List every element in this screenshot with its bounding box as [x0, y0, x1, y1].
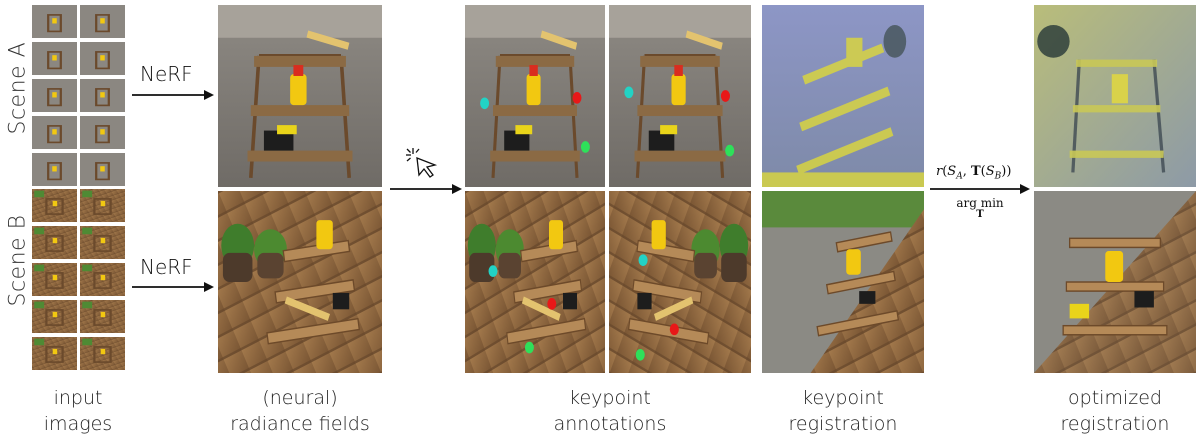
caption-keypoint-annotations: keypoint annotations [528, 385, 692, 437]
caption-radiance-fields-line2: radiance fields [230, 413, 370, 435]
optimized-registration-top [1034, 5, 1196, 187]
annotate-arrow [390, 184, 462, 194]
optimized-registration-bottom [1034, 191, 1196, 373]
caption-radiance-fields: (neural) radiance fields [212, 385, 388, 437]
caption-input-images-line2: images [43, 413, 113, 435]
caption-radiance-fields-line1: (neural) [262, 387, 338, 409]
caption-keypoint-annotations-line2: annotations [553, 413, 667, 435]
caption-keypoint-registration-line1: keypoint [802, 387, 884, 409]
nerf-arrow-a [132, 90, 214, 100]
input-images-scene-a [30, 3, 127, 188]
radiance-field-scene-a [218, 5, 382, 187]
nerf-label-b: NeRF [140, 255, 193, 279]
nerf-arrow-b [132, 282, 214, 292]
optimize-arrow [930, 184, 1030, 194]
caption-input-images: input images [18, 385, 138, 437]
caption-keypoint-registration: keypoint registration [762, 385, 924, 437]
annotation-scene-a-view-1 [465, 5, 605, 187]
caption-input-images-line1: input [53, 387, 103, 409]
keypoint-registration-top [762, 5, 924, 187]
caption-keypoint-registration-line2: registration [788, 413, 898, 435]
caption-optimized-registration: optimized registration [1034, 385, 1196, 437]
cursor-click-icon [406, 148, 438, 178]
radiance-field-scene-b [218, 191, 382, 373]
caption-optimized-registration-line1: optimized [1068, 387, 1162, 409]
annotation-scene-a-view-2 [609, 5, 751, 187]
annotation-scene-b-view-2 [609, 191, 751, 373]
caption-optimized-registration-line2: registration [1060, 413, 1170, 435]
argmin-subscript: T [976, 209, 984, 220]
input-images-scene-b [30, 187, 127, 372]
caption-keypoint-annotations-line1: keypoint [569, 387, 651, 409]
objective-label: r(SA, T(SB)) [936, 164, 1012, 182]
scene-b-label: Scene B [5, 214, 31, 307]
scene-a-label: Scene A [5, 41, 31, 135]
annotation-scene-b-view-1 [465, 191, 605, 373]
nerf-label-a: NeRF [140, 62, 193, 86]
keypoint-registration-bottom [762, 191, 924, 373]
argmin-text: arg min [956, 196, 1004, 210]
argmin-operator: arg min T [955, 197, 1005, 221]
